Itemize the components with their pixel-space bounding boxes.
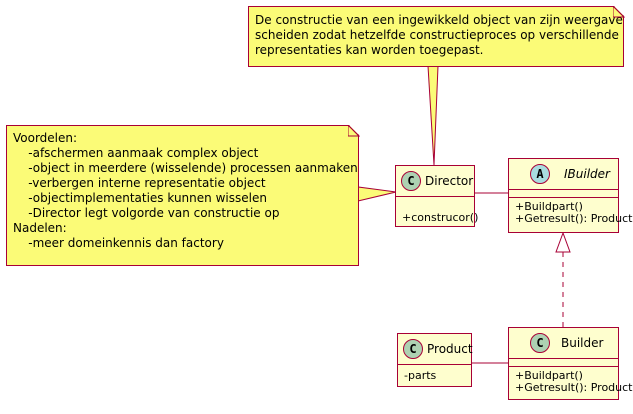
note-line: -objectimplementaties kunnen wisselen — [13, 191, 267, 205]
note-line: -meer domeinkennis dan factory — [13, 236, 224, 250]
note-line: -afschermen aanmaak complex object — [13, 146, 259, 160]
note-fold-icon — [348, 125, 360, 137]
note-line: -Director legt volgorde van constructie … — [13, 206, 280, 220]
class-separator — [509, 190, 618, 198]
method: +Buildpart() — [515, 200, 583, 213]
abstract-badge-icon: A — [530, 164, 550, 184]
ibuilder-class: A IBuilder +Buildpart() +Getresult(): Pr… — [508, 158, 633, 233]
method: +Getresult(): Product — [515, 212, 633, 225]
top-note: De constructie van een ingewikkeld objec… — [248, 6, 624, 67]
class-header: C Director — [396, 166, 474, 197]
class-fields: -parts — [398, 365, 471, 385]
class-badge-icon: C — [403, 339, 423, 359]
note-line: Nadelen: — [13, 221, 67, 235]
method: +Getresult(): Product — [515, 381, 633, 394]
director-class: C Director +construcor() — [395, 165, 479, 227]
class-separator — [509, 359, 618, 367]
left-note: Voordelen: -afschermen aanmaak complex o… — [6, 125, 359, 266]
note-line: -verbergen interne representatie object — [13, 176, 266, 190]
class-header: C Builder — [509, 328, 618, 359]
method: +construcor() — [402, 211, 479, 224]
note-line: De constructie van een ingewikkeld objec… — [255, 13, 623, 27]
field: -parts — [404, 369, 437, 382]
class-methods: +construcor() — [396, 197, 479, 227]
left-note-callout — [357, 186, 397, 202]
class-badge-icon: C — [401, 171, 421, 191]
class-methods: +Buildpart() +Getresult(): Product — [509, 367, 633, 397]
class-name: IBuilder — [564, 167, 610, 181]
note-line: scheiden zodat hetzelfde constructieproc… — [255, 28, 619, 42]
class-name: Product — [427, 342, 473, 356]
top-note-callout — [427, 65, 439, 166]
note-line: -object in meerdere (wisselende) process… — [13, 161, 358, 175]
note-line: representaties kan worden toegepast. — [255, 43, 484, 57]
class-header: C Product — [398, 334, 473, 365]
method: +Buildpart() — [515, 369, 583, 382]
realization-arrowhead — [555, 231, 571, 253]
class-badge-icon: C — [530, 333, 550, 353]
class-name: Builder — [561, 336, 604, 350]
class-header: A IBuilder — [509, 159, 618, 190]
class-name: Director — [425, 174, 474, 188]
builder-class: C Builder +Buildpart() +Getresult(): Pro… — [508, 327, 633, 400]
note-fold-icon — [613, 6, 625, 18]
product-class: C Product -parts — [397, 333, 473, 387]
class-methods: +Buildpart() +Getresult(): Product — [509, 198, 633, 228]
note-line: Voordelen: — [13, 131, 78, 145]
